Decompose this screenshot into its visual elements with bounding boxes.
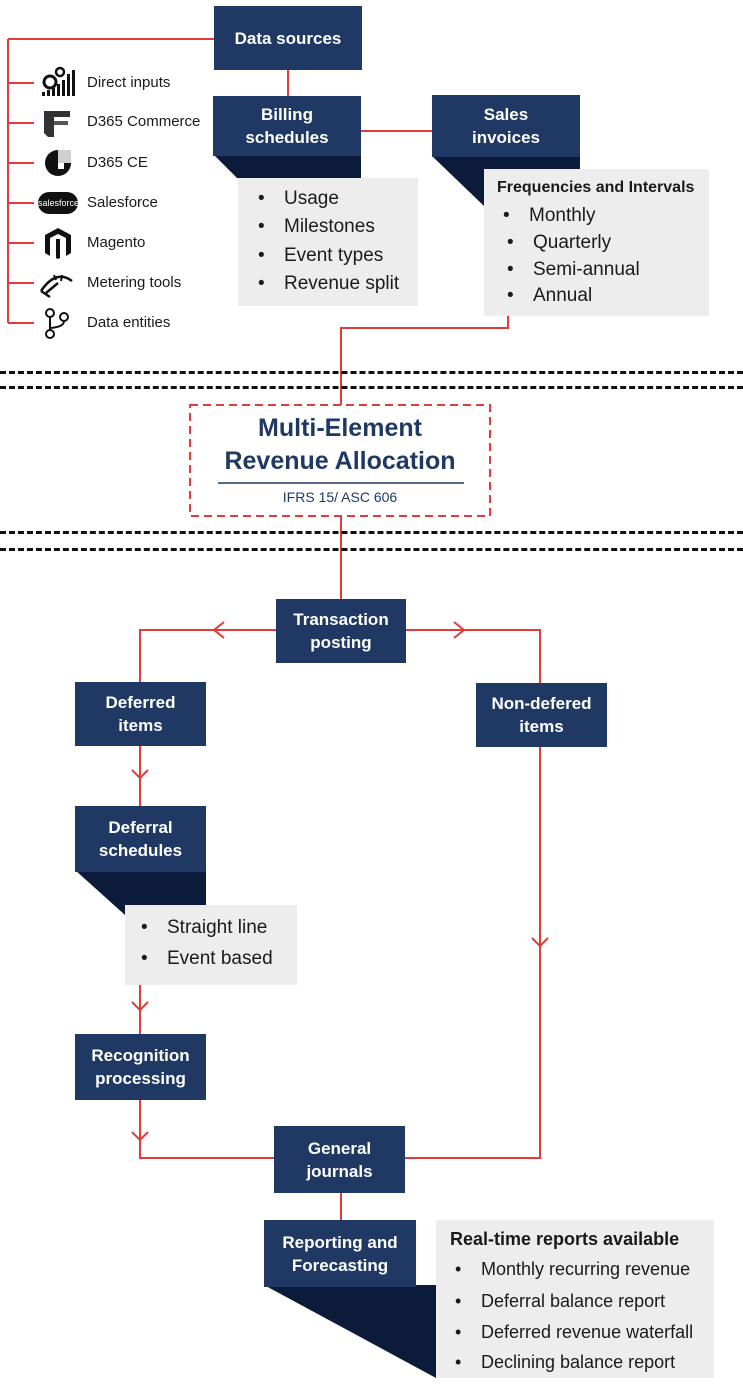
allocation-subtitle: IFRS 15/ ASC 606 <box>282 489 398 505</box>
d365-ce-logo-icon <box>45 150 71 176</box>
data-sources-box: Data sources <box>214 6 362 70</box>
source-d365-ce: D365 CE <box>87 154 148 171</box>
source-direct-inputs: Direct inputs <box>87 74 171 91</box>
separator-line <box>0 548 743 551</box>
source-metering-tools: Metering tools <box>87 274 182 291</box>
sales-invoices-box: Sales invoices <box>432 95 580 157</box>
d365-commerce-logo-icon <box>44 111 70 137</box>
allocation-title: Multi-Element Revenue Allocation <box>190 412 490 478</box>
billing-item: Usage <box>258 188 339 210</box>
separator-line <box>0 386 743 389</box>
report-item: Monthly recurring revenue <box>455 1259 690 1280</box>
reports-title: Real-time reports available <box>450 1229 680 1249</box>
general-journals-box: General journals <box>274 1126 405 1193</box>
recognition-processing-box: Recognition processing <box>75 1034 206 1100</box>
gauge-icon <box>39 274 73 299</box>
source-salesforce: Salesforce <box>87 194 158 211</box>
transaction-posting-box: Transaction posting <box>276 599 406 663</box>
billing-item: Revenue split <box>258 273 399 295</box>
frequency-item: Annual <box>507 285 592 307</box>
data-sources-title: Data sources <box>234 28 342 48</box>
billing-item: Milestones <box>258 216 375 238</box>
branch-icon <box>45 308 69 339</box>
source-magento: Magento <box>87 234 146 251</box>
billing-item: Event types <box>258 245 383 267</box>
report-item: Deferred revenue waterfall <box>455 1322 693 1343</box>
reporting-forecasting-box: Reporting and Forecasting <box>264 1220 416 1287</box>
deferral-item: Straight line <box>141 917 267 939</box>
deferral-schedules-box: Deferral schedules <box>75 806 206 872</box>
source-data-entities: Data entities <box>87 314 171 331</box>
gears-chart-icon <box>42 66 75 96</box>
frequency-item: Quarterly <box>507 232 611 254</box>
deferred-items-box: Deferred items <box>75 682 206 746</box>
separator-line <box>0 531 743 534</box>
report-item: Deferral balance report <box>455 1291 665 1312</box>
salesforce-logo-icon: salesforce <box>38 192 79 214</box>
separator-line <box>0 371 743 374</box>
frequency-item: Monthly <box>503 205 595 227</box>
deferral-item: Event based <box>141 948 273 970</box>
non-deferred-items-box: Non-defered items <box>476 683 607 747</box>
allocation-title-line2: Revenue Allocation <box>224 447 456 475</box>
magento-logo-icon <box>45 228 71 259</box>
frequency-item: Semi-annual <box>507 259 640 281</box>
billing-schedules-box: Billing schedules <box>213 96 361 156</box>
allocation-title-line1: Multi-Element <box>258 414 422 442</box>
report-item: Declining balance report <box>455 1352 675 1373</box>
frequencies-title: Frequencies and Intervals <box>497 179 695 196</box>
source-d365-commerce: D365 Commerce <box>87 113 201 130</box>
